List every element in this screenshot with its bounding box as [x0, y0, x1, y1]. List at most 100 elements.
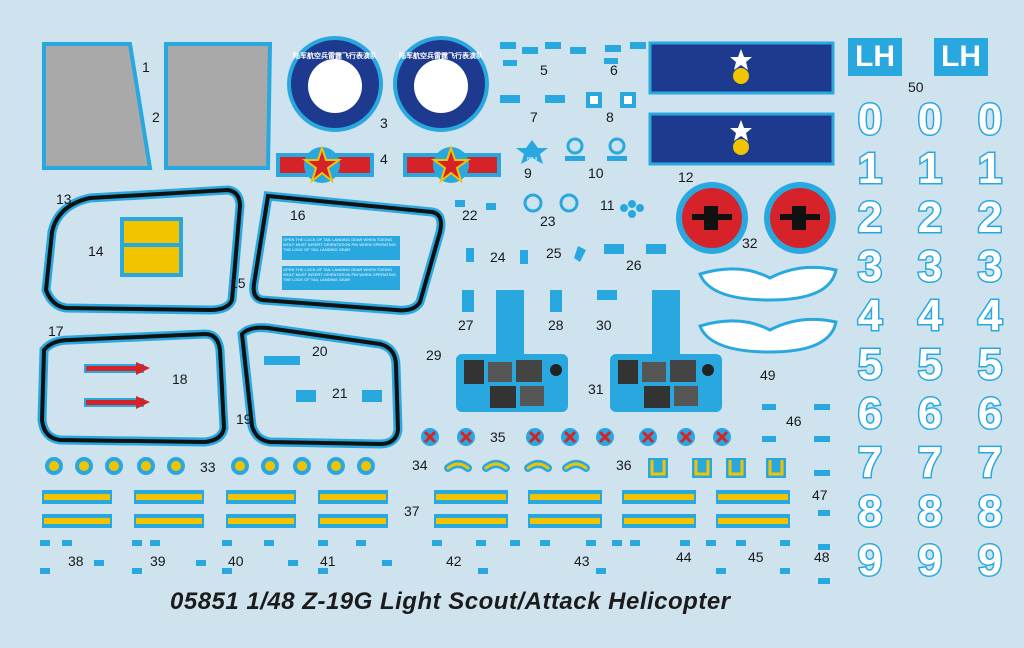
marker-41: 41 — [320, 553, 336, 569]
decal-46-48-bars — [762, 404, 830, 584]
decal-50-lh-label-2: LH — [934, 38, 988, 76]
decal-3-roundel-left: 陆军航空兵雷霆飞行表演队 — [287, 36, 383, 132]
marker-24: 24 — [490, 249, 506, 265]
marker-30: 30 — [596, 317, 612, 333]
marker-45: 45 — [748, 549, 764, 565]
decal-25-marks — [574, 246, 586, 262]
marker-10: 10 — [588, 165, 604, 181]
marker-50: 50 — [908, 79, 924, 95]
decal-24-anchors — [466, 248, 528, 264]
decal-35-cross-row — [421, 428, 731, 446]
decal-16-stencil-1 — [282, 236, 400, 260]
marker-25: 25 — [546, 245, 562, 261]
decal-32-badge-right — [764, 182, 836, 254]
decal-49-wings-top — [698, 265, 838, 302]
digit-8: 8 — [918, 487, 942, 536]
decal-26-stencils — [604, 244, 666, 254]
marker-6: 6 — [610, 62, 618, 78]
decal-36-u-shapes — [648, 458, 786, 478]
digit-8: 8 — [978, 487, 1002, 536]
digit-3: 3 — [858, 242, 882, 291]
digit-4: 4 — [858, 291, 883, 340]
digit-2: 2 — [918, 193, 942, 242]
marker-42: 42 — [446, 553, 462, 569]
marker-46: 46 — [786, 413, 802, 429]
marker-43: 43 — [574, 553, 590, 569]
marker-37: 37 — [404, 503, 420, 519]
decal-27-28-30-stencils — [462, 290, 617, 312]
decal-16-text-2: OPEN THE LOCK OF TAIL LANDING GEAR WHEN … — [283, 267, 396, 282]
decal-49-wings-bottom — [698, 317, 838, 354]
digit-0: 0 — [858, 95, 882, 144]
decal-38-45-small-marks — [40, 540, 790, 574]
decal-13-frame-inner — [43, 187, 243, 313]
digit-1: 1 — [858, 144, 882, 193]
digit-6: 6 — [858, 389, 882, 438]
marker-47: 47 — [812, 487, 828, 503]
marker-39: 39 — [150, 553, 166, 569]
digit-5: 5 — [978, 340, 1002, 389]
marker-9: 9 — [524, 165, 532, 181]
decal-31-instrument-panel — [610, 290, 722, 412]
decal-32-badge-left — [676, 182, 748, 254]
decal-19-frame-inner — [239, 325, 401, 447]
marker-35: 35 — [490, 429, 506, 445]
decal-21-stencil-a — [296, 390, 316, 402]
marker-12: 12 — [678, 169, 694, 185]
decal-29-instrument-panel — [456, 290, 568, 412]
decal-16-text-1: OPEN THE LOCK OF TAIL LANDING GEAR WHEN … — [283, 237, 396, 252]
digit-7: 7 — [918, 438, 942, 487]
digit-1: 1 — [978, 144, 1002, 193]
marker-18: 18 — [172, 371, 188, 387]
decal-18-arrows — [84, 362, 150, 409]
decal-4-star-bar-left — [276, 144, 374, 184]
digit-1: 1 — [918, 144, 942, 193]
marker-26: 26 — [626, 257, 642, 273]
marker-48: 48 — [814, 549, 830, 565]
decal-3-roundel-right: 陆军航空兵雷霆飞行表演队 — [393, 36, 489, 132]
marker-31: 31 — [588, 381, 604, 397]
marker-32: 32 — [742, 235, 758, 251]
digit-7: 7 — [978, 438, 1002, 487]
marker-38: 38 — [68, 553, 84, 569]
digit-2: 2 — [858, 193, 882, 242]
digit-5: 5 — [918, 340, 942, 389]
marker-21: 21 — [332, 385, 348, 401]
digit-9: 9 — [858, 536, 882, 585]
marker-22: 22 — [462, 207, 478, 223]
digit-6: 6 — [978, 389, 1002, 438]
decal-50-lh-label-1: LH — [848, 38, 902, 76]
decal-16-stencil-2 — [282, 266, 400, 290]
decal-37-stripes — [42, 490, 790, 528]
decal-23-rings — [523, 193, 579, 213]
svg-text:RP-3: RP-3 — [527, 156, 538, 161]
digit-6: 6 — [918, 389, 942, 438]
decal-33-anchor-fill — [49, 461, 371, 471]
decal-8-inner-2 — [624, 96, 632, 104]
sheet-title: 05851 1/48 Z-19G Light Scout/Attack Heli… — [170, 588, 731, 615]
marker-29: 29 — [426, 347, 442, 363]
decal-14-panel — [120, 217, 183, 277]
decal-17-frame — [37, 329, 229, 447]
decal-21-stencil-b — [362, 390, 382, 402]
svg-text:陆军航空兵雷霆飞行表演队: 陆军航空兵雷霆飞行表演队 — [399, 51, 484, 60]
decal-20-stencil — [264, 356, 300, 365]
decal-12-banner-top — [648, 41, 835, 95]
decal-12-banner-bottom — [648, 112, 835, 166]
marker-3: 3 — [380, 115, 388, 131]
marker-5: 5 — [540, 62, 548, 78]
digit-5: 5 — [858, 340, 882, 389]
marker-27: 27 — [458, 317, 474, 333]
decal-1-panel — [42, 42, 153, 170]
marker-13: 13 — [56, 191, 72, 207]
decal-22-stencils — [455, 200, 496, 210]
svg-text:陆军航空兵雷霆飞行表演队: 陆军航空兵雷霆飞行表演队 — [293, 51, 378, 60]
digit-7: 7 — [858, 438, 882, 487]
decal-4-star-bar-right — [403, 144, 501, 184]
digit-2: 2 — [978, 193, 1002, 242]
marker-28: 28 — [548, 317, 564, 333]
digit-3: 3 — [918, 242, 942, 291]
decal-10-rings — [565, 137, 627, 161]
